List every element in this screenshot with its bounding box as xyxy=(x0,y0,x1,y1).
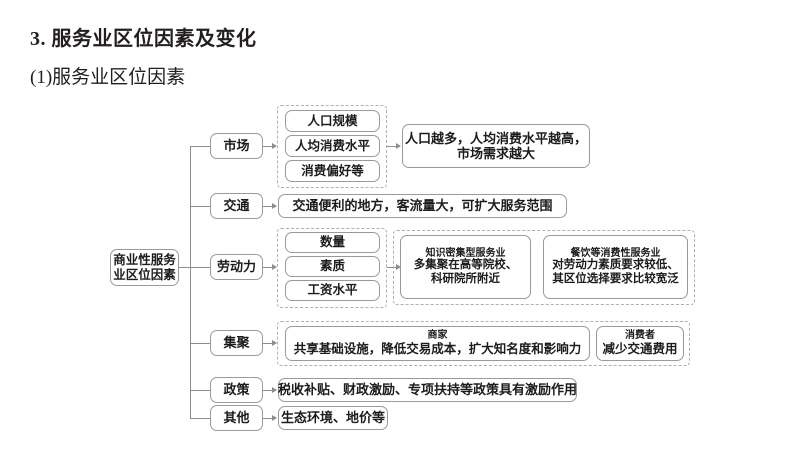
connector-labor-result xyxy=(387,267,397,268)
labor-factor-2-text: 工资水平 xyxy=(307,283,358,298)
arrow-labor-result xyxy=(396,263,401,270)
connector-branch-other xyxy=(190,418,210,419)
other-result-text: 生态环境、地价等 xyxy=(280,410,385,426)
labor-result-consumer-service[interactable]: 餐饮等消费性服务业 对劳动力素质要求较低、 其区位选择要求比较宽泛 xyxy=(543,235,688,299)
labor-result-left-line3: 科研院所附近 xyxy=(431,272,500,285)
labor-result-left-line2: 多集聚在高等院校、 xyxy=(413,259,518,272)
page-title: 3. 服务业区位因素及变化 xyxy=(30,28,257,50)
page-subtitle: (1)服务业区位因素 xyxy=(30,67,186,88)
branch-label-transport-text: 交通 xyxy=(223,198,250,214)
agglomeration-merchant-box[interactable]: 商家 共享基础设施，降低交易成本，扩大知名度和影响力 xyxy=(285,326,590,361)
market-factor-consumption-level[interactable]: 人均消费水平 xyxy=(285,135,380,157)
arrow-labor-out xyxy=(272,263,277,270)
labor-factor-wage-level[interactable]: 工资水平 xyxy=(285,280,380,301)
transport-result-text: 交通便利的地方，客流量大，可扩大服务范围 xyxy=(292,198,553,214)
market-factor-group xyxy=(277,105,387,188)
root-node-line1: 商业性服务 xyxy=(113,252,176,267)
agglomeration-merchant-title: 商家 xyxy=(427,330,448,342)
market-factor-0-text: 人口规模 xyxy=(307,113,358,128)
arrow-market-out xyxy=(272,142,277,149)
policy-result-box[interactable]: 税收补贴、财政激励、专项扶持等政策具有激励作用 xyxy=(278,378,577,402)
connector-policy-out xyxy=(263,390,273,391)
labor-factor-quality[interactable]: 素质 xyxy=(285,256,380,277)
connector-labor-out xyxy=(263,267,273,268)
labor-factor-group xyxy=(277,228,387,308)
connector-branch-labor xyxy=(190,267,210,268)
branch-label-agglomeration-text: 集聚 xyxy=(223,335,250,351)
connector-trunk xyxy=(190,146,191,418)
market-result-line2: 市场需求越大 xyxy=(456,146,535,161)
branch-label-policy[interactable]: 政策 xyxy=(210,377,263,403)
branch-label-other-text: 其他 xyxy=(223,410,250,426)
transport-result-box[interactable]: 交通便利的地方，客流量大，可扩大服务范围 xyxy=(278,194,567,218)
connector-other-out xyxy=(263,418,273,419)
connector-market-out xyxy=(263,146,273,147)
connector-transport-out xyxy=(263,206,273,207)
root-node[interactable]: 商业性服务 业区位因素 xyxy=(110,249,179,286)
branch-label-labor-text: 劳动力 xyxy=(216,259,256,275)
labor-factor-0-text: 数量 xyxy=(319,235,345,250)
market-result-box[interactable]: 人口越多，人均消费水平越高， 市场需求越大 xyxy=(402,124,590,168)
labor-result-right-line3: 其区位选择要求比较宽泛 xyxy=(552,272,679,285)
agglomeration-consumer-title: 消费者 xyxy=(625,330,655,342)
arrow-policy-out xyxy=(272,386,277,393)
agglomeration-merchant-text: 共享基础设施，降低交易成本，扩大知名度和影响力 xyxy=(293,342,582,357)
connector-branch-policy xyxy=(190,390,210,391)
labor-factor-quantity[interactable]: 数量 xyxy=(285,232,380,253)
connector-market-result xyxy=(387,146,397,147)
labor-result-knowledge-intensive[interactable]: 知识密集型服务业 多集聚在高等院校、 科研院所附近 xyxy=(400,235,531,299)
connector-agglomeration-out xyxy=(263,343,273,344)
branch-label-labor[interactable]: 劳动力 xyxy=(210,254,263,280)
market-factor-1-text: 人均消费水平 xyxy=(294,138,370,153)
other-result-box[interactable]: 生态环境、地价等 xyxy=(278,406,388,430)
agglomeration-consumer-box[interactable]: 消费者 减少交通费用 xyxy=(596,326,684,361)
branch-label-market-text: 市场 xyxy=(223,138,250,154)
market-factor-preference[interactable]: 消费偏好等 xyxy=(285,160,380,182)
labor-result-left-line1: 知识密集型服务业 xyxy=(425,247,506,259)
labor-factor-1-text: 素质 xyxy=(319,259,345,274)
arrow-agglomeration-out xyxy=(272,339,277,346)
labor-result-right-line2: 对劳动力素质要求较低、 xyxy=(552,259,679,272)
market-result-line1: 人口越多，人均消费水平越高， xyxy=(404,130,587,146)
connector-branch-agglomeration xyxy=(190,343,210,344)
connector-branch-market xyxy=(190,146,210,147)
arrow-transport-out xyxy=(272,202,277,209)
policy-result-text: 税收补贴、财政激励、专项扶持等政策具有激励作用 xyxy=(278,382,578,398)
branch-label-other[interactable]: 其他 xyxy=(210,405,263,431)
labor-result-group xyxy=(393,230,695,305)
labor-result-right-line1: 餐饮等消费性服务业 xyxy=(570,247,661,259)
market-factor-population-scale[interactable]: 人口规模 xyxy=(285,110,380,132)
arrow-other-out xyxy=(272,414,277,421)
agglomeration-consumer-text: 减少交通费用 xyxy=(602,342,678,357)
branch-label-policy-text: 政策 xyxy=(223,382,250,398)
branch-label-transport[interactable]: 交通 xyxy=(210,193,263,219)
market-factor-2-text: 消费偏好等 xyxy=(301,163,364,178)
connector-branch-transport xyxy=(190,206,210,207)
agglomeration-result-group xyxy=(277,321,690,366)
connector-root-trunk xyxy=(179,267,191,268)
root-node-line2: 业区位因素 xyxy=(113,267,176,282)
branch-label-market[interactable]: 市场 xyxy=(210,133,263,159)
arrow-market-result xyxy=(396,142,401,149)
branch-label-agglomeration[interactable]: 集聚 xyxy=(210,330,263,356)
